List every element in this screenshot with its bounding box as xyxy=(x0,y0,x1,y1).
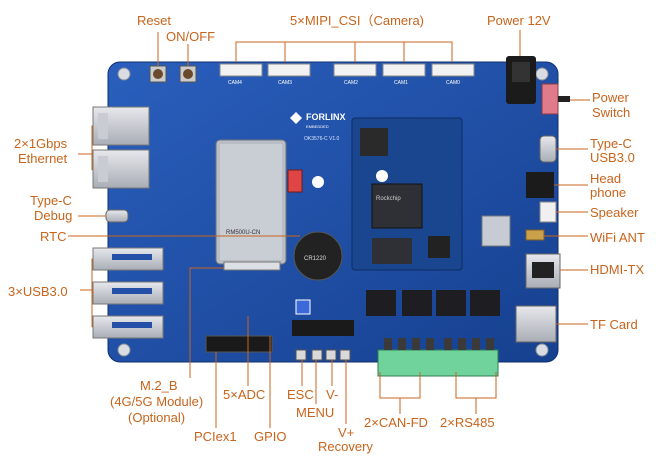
label-power-switch-1: Power xyxy=(592,90,629,105)
cam-silk-3: CAM1 xyxy=(394,80,408,86)
speaker-connector xyxy=(539,201,557,223)
label-power-12v: Power 12V xyxy=(487,13,551,28)
cam-silk-0: CAM4 xyxy=(228,80,242,86)
label-esc: ESC xyxy=(287,387,314,402)
label-onoff: ON/OFF xyxy=(166,29,216,44)
typec-debug-port xyxy=(105,209,129,223)
label-m2-b-1: M.2_B xyxy=(140,378,178,393)
svg-text:EMBEDDED: EMBEDDED xyxy=(306,124,329,129)
label-power-switch-2: Switch xyxy=(592,105,631,120)
label-m2-b-3: (Optional) xyxy=(128,410,186,425)
label-v-plus: V+ xyxy=(338,425,355,440)
label-rs485: 2×RS485 xyxy=(440,415,495,430)
label-m2-b-2: (4G/5G Module) xyxy=(110,394,204,409)
label-rtc: RTC xyxy=(40,229,67,244)
dip-switch xyxy=(287,169,303,193)
label-menu: MENU xyxy=(296,405,335,420)
label-typec-usb3-2: USB3.0 xyxy=(590,150,635,165)
label-pcie: PCIex1 xyxy=(194,429,237,444)
cam-silk-4: CAM0 xyxy=(446,80,460,86)
label-hdmi-tx: HDMI-TX xyxy=(590,262,645,277)
reset-onoff-buttons xyxy=(149,65,197,83)
pcb-board xyxy=(107,61,559,363)
label-typec-debug-1: Type-C xyxy=(30,193,72,208)
label-headphone-2: phone xyxy=(590,185,627,200)
key-buttons xyxy=(295,349,351,361)
mipi-csi-connectors xyxy=(219,63,475,77)
label-headphone-1: Head xyxy=(590,171,622,186)
ethernet-ports xyxy=(92,106,150,189)
pcie-slot xyxy=(205,335,273,353)
tf-card-slot xyxy=(515,305,557,343)
label-typec-debug-2: Debug xyxy=(34,208,73,223)
label-gpio: GPIO xyxy=(254,429,287,444)
terminal-block xyxy=(377,349,499,377)
label-tf-card: TF Card xyxy=(590,317,638,332)
gpio-header xyxy=(292,320,354,336)
headphone-jack xyxy=(526,172,554,198)
label-can-fd: 2×CAN-FD xyxy=(364,415,428,430)
cam-silk-2: CAM2 xyxy=(344,80,358,86)
svg-text:CR1220: CR1220 xyxy=(304,256,327,262)
forlinx-logo: FORLINX EMBEDDED OK3576-C V1.0 xyxy=(290,112,346,142)
svg-text:OK3576-C V1.0: OK3576-C V1.0 xyxy=(304,136,340,142)
svg-text:Rockchip: Rockchip xyxy=(376,196,401,202)
label-speaker: Speaker xyxy=(590,205,639,220)
isolation-blocks xyxy=(366,290,500,316)
label-v-minus: V- xyxy=(326,387,339,402)
label-usb3: 3×USB3.0 xyxy=(8,284,68,299)
module-silk: RM500U-CN xyxy=(226,230,260,236)
cam-silk-1: CAM3 xyxy=(278,80,292,86)
label-adc: 5×ADC xyxy=(223,387,266,402)
label-reset: Reset xyxy=(137,13,171,28)
label-ethernet-1: 2×1Gbps xyxy=(14,136,68,151)
rockchip-soc xyxy=(371,183,423,229)
rtc-battery xyxy=(293,231,343,281)
hdmi-port xyxy=(525,253,561,289)
label-mipi-csi: 5×MIPI_CSI（Camera) xyxy=(290,13,425,28)
power-switch xyxy=(541,83,559,115)
label-ethernet-2: Ethernet xyxy=(18,151,68,166)
mounting-holes xyxy=(117,67,549,357)
svg-text:FORLINX: FORLINX xyxy=(306,112,346,122)
label-typec-usb3-1: Type-C xyxy=(590,136,632,151)
leader-lines xyxy=(68,30,590,428)
label-recovery: Recovery xyxy=(318,439,373,454)
wifi-antenna xyxy=(525,229,545,241)
adc-potentiometer xyxy=(295,299,311,315)
label-wifi-ant: WiFi ANT xyxy=(590,230,645,245)
typec-usb3-port xyxy=(539,135,557,163)
